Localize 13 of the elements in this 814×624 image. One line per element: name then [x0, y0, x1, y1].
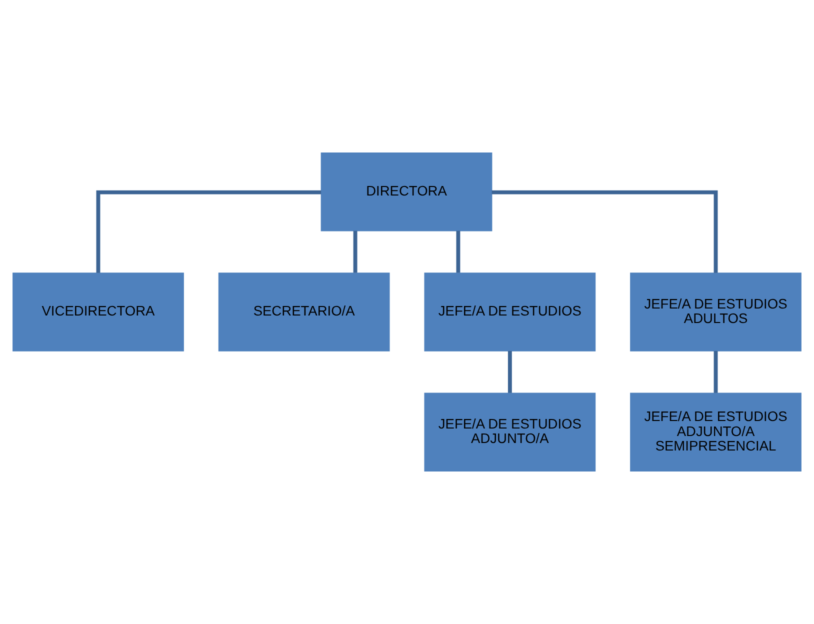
node-box: VICEDIRECTORA — [12, 272, 184, 352]
node-box: JEFE/A DE ESTUDIOS ADJUNTO/A — [424, 392, 596, 472]
node-box: JEFE/A DE ESTUDIOS ADJUNTO/A SEMIPRESENCIAL — [630, 392, 802, 472]
node-box: DIRECTORA — [320, 152, 492, 232]
connector — [714, 351, 718, 393]
connector — [492, 190, 718, 273]
connector — [96, 190, 322, 273]
node-box: JEFE/A DE ESTUDIOS — [424, 272, 596, 352]
connector — [456, 230, 460, 273]
connector — [353, 230, 358, 273]
connector — [508, 351, 512, 393]
node-box: SECRETARIO/A — [218, 272, 390, 352]
node-box: JEFE/A DE ESTUDIOS ADULTOS — [630, 272, 802, 352]
